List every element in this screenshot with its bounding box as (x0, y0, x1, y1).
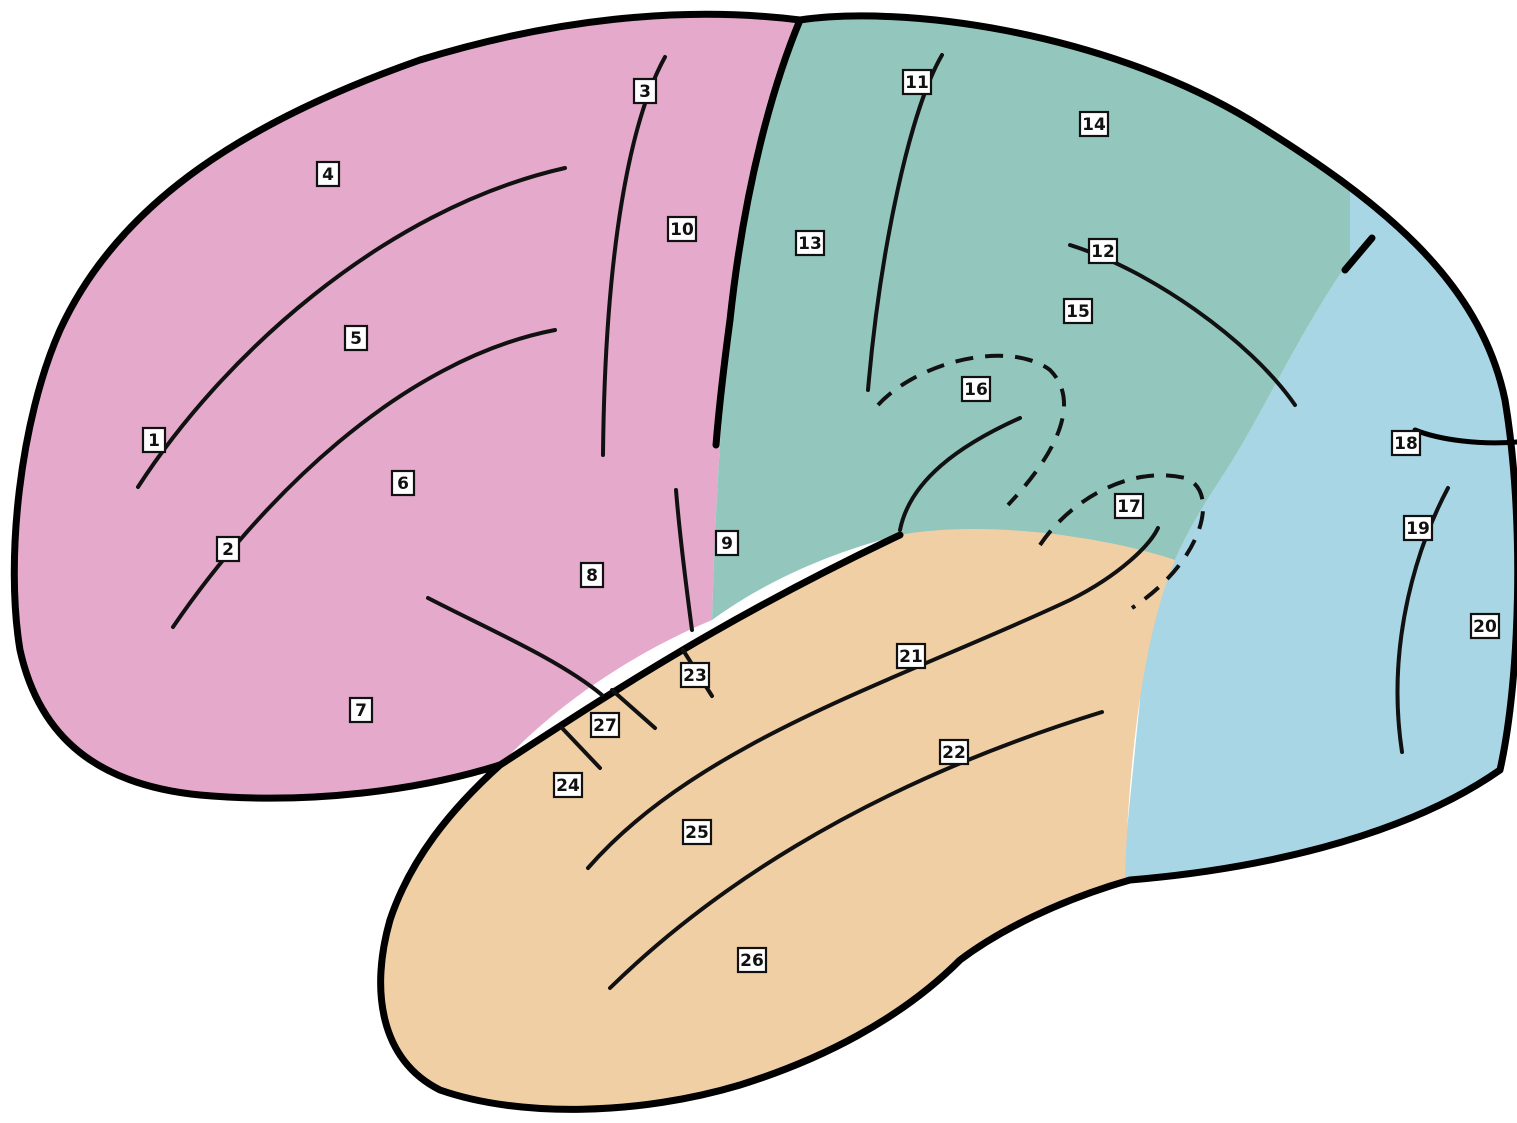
label-26: 26 (738, 948, 766, 972)
label-5: 5 (345, 326, 367, 350)
label-number: 19 (1406, 519, 1430, 539)
label-number: 15 (1066, 302, 1090, 322)
label-number: 17 (1117, 497, 1141, 517)
label-23: 23 (681, 663, 709, 687)
label-14: 14 (1080, 112, 1108, 136)
label-9: 9 (716, 531, 738, 555)
label-number: 11 (905, 73, 929, 93)
label-number: 3 (639, 82, 651, 102)
label-18: 18 (1392, 431, 1420, 455)
label-15: 15 (1064, 299, 1092, 323)
label-21: 21 (897, 644, 925, 668)
label-number: 7 (355, 701, 367, 721)
label-17: 17 (1115, 494, 1143, 518)
label-number: 23 (683, 666, 707, 686)
label-number: 8 (586, 566, 598, 586)
label-number: 10 (670, 220, 694, 240)
label-25: 25 (683, 820, 711, 844)
label-13: 13 (796, 231, 824, 255)
label-number: 26 (740, 951, 764, 971)
label-27: 27 (591, 713, 619, 737)
label-number: 13 (798, 234, 822, 254)
label-2: 2 (217, 537, 239, 561)
label-16: 16 (962, 377, 990, 401)
label-number: 21 (899, 647, 923, 667)
label-number: 18 (1394, 434, 1418, 454)
label-12: 12 (1089, 239, 1117, 263)
label-number: 2 (222, 540, 234, 560)
label-24: 24 (554, 773, 582, 797)
label-number: 24 (556, 776, 580, 796)
label-3: 3 (634, 79, 656, 103)
label-number: 27 (593, 716, 617, 736)
label-number: 4 (322, 165, 334, 185)
label-number: 20 (1473, 617, 1497, 637)
label-number: 9 (721, 534, 733, 554)
label-number: 14 (1082, 115, 1106, 135)
label-number: 22 (942, 743, 966, 763)
label-number: 16 (964, 380, 988, 400)
label-19: 19 (1404, 516, 1432, 540)
label-10: 10 (668, 217, 696, 241)
label-22: 22 (940, 740, 968, 764)
label-20: 20 (1471, 614, 1499, 638)
label-1: 1 (143, 428, 165, 452)
label-number: 12 (1091, 242, 1115, 262)
label-number: 25 (685, 823, 709, 843)
label-4: 4 (317, 162, 339, 186)
label-number: 6 (397, 474, 409, 494)
label-8: 8 (581, 563, 603, 587)
label-6: 6 (392, 471, 414, 495)
label-number: 1 (148, 431, 160, 451)
label-7: 7 (350, 698, 372, 722)
label-11: 11 (903, 70, 931, 94)
label-number: 5 (350, 329, 362, 349)
